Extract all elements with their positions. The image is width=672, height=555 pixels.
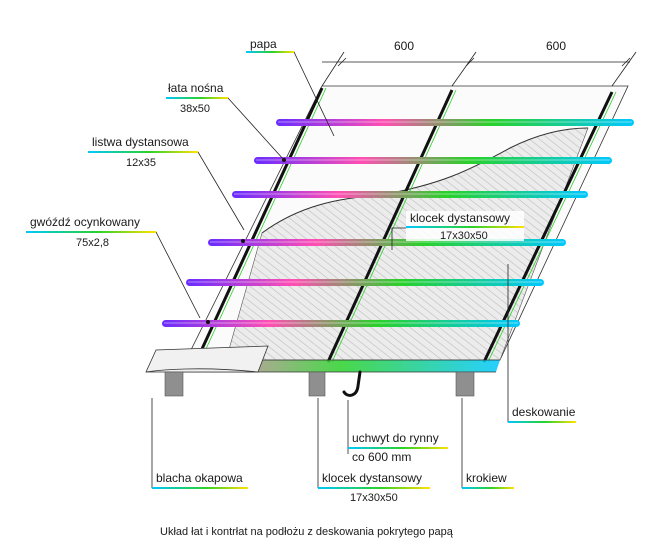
spacer-block bbox=[308, 371, 326, 397]
underline-uchwyt bbox=[348, 447, 448, 449]
support-battens bbox=[162, 119, 634, 327]
label-klocek-bottom: klocek dystansowy bbox=[322, 471, 422, 485]
figure-caption: Układ łat i kontrłat na podłożu z deskow… bbox=[160, 526, 454, 538]
underline-deskowanie bbox=[508, 421, 576, 423]
label-deskowanie: deskowanie bbox=[512, 405, 576, 419]
label-papa: papa bbox=[250, 37, 277, 51]
leader-gwozdz bbox=[28, 231, 201, 319]
label-klocek-top-size: 17x30x50 bbox=[440, 230, 488, 242]
batten bbox=[232, 191, 588, 198]
label-klocek-bottom-size: 17x30x50 bbox=[350, 492, 398, 504]
underline-papa bbox=[246, 51, 294, 53]
label-blacha: blacha okapowa bbox=[156, 471, 243, 485]
label-gwozdz-size: 75x2,8 bbox=[76, 237, 109, 249]
batten bbox=[254, 157, 612, 164]
label-listwa-size: 12x35 bbox=[126, 157, 156, 169]
gutter-hook bbox=[342, 370, 362, 397]
counter-batten-mid bbox=[326, 89, 454, 363]
label-uchwyt: uchwyt do rynny bbox=[352, 431, 439, 445]
dimension-line bbox=[321, 51, 637, 87]
label-lata-nosna-size: 38x50 bbox=[180, 103, 210, 115]
label-gwozdz: gwóźdź ocynkowany bbox=[30, 215, 140, 229]
batten bbox=[186, 279, 544, 286]
label-klocek-top: klocek dystansowy bbox=[410, 211, 510, 225]
underline-gwozdz bbox=[26, 231, 156, 233]
underline-klocek-bottom bbox=[318, 487, 430, 489]
dimension-right: 600 bbox=[546, 39, 566, 53]
underline-lata-nosna bbox=[166, 97, 228, 99]
leader-klocek-top bbox=[391, 227, 408, 250]
counter-battens bbox=[194, 87, 614, 363]
counter-batten-edges bbox=[199, 87, 617, 363]
underline-klocek-top bbox=[406, 226, 524, 228]
rafter-end-right bbox=[455, 371, 475, 397]
counter-batten-left bbox=[194, 87, 324, 363]
dimension-left: 600 bbox=[394, 39, 414, 53]
batten bbox=[276, 119, 634, 126]
batten bbox=[162, 320, 520, 327]
label-krokiew: krokiew bbox=[466, 471, 507, 485]
rafter-end-left bbox=[164, 371, 184, 397]
label-uchwyt-spacing: co 600 mm bbox=[352, 450, 411, 464]
underline-listwa bbox=[88, 151, 198, 153]
label-listwa: listwa dystansowa bbox=[92, 135, 189, 149]
papa-edge bbox=[261, 127, 589, 234]
underline-krokiew bbox=[462, 487, 514, 489]
eave-flashing bbox=[145, 345, 269, 373]
label-lata-nosna: łata nośna bbox=[168, 81, 224, 95]
counter-batten-right bbox=[482, 91, 614, 363]
underline-blacha bbox=[152, 487, 248, 489]
